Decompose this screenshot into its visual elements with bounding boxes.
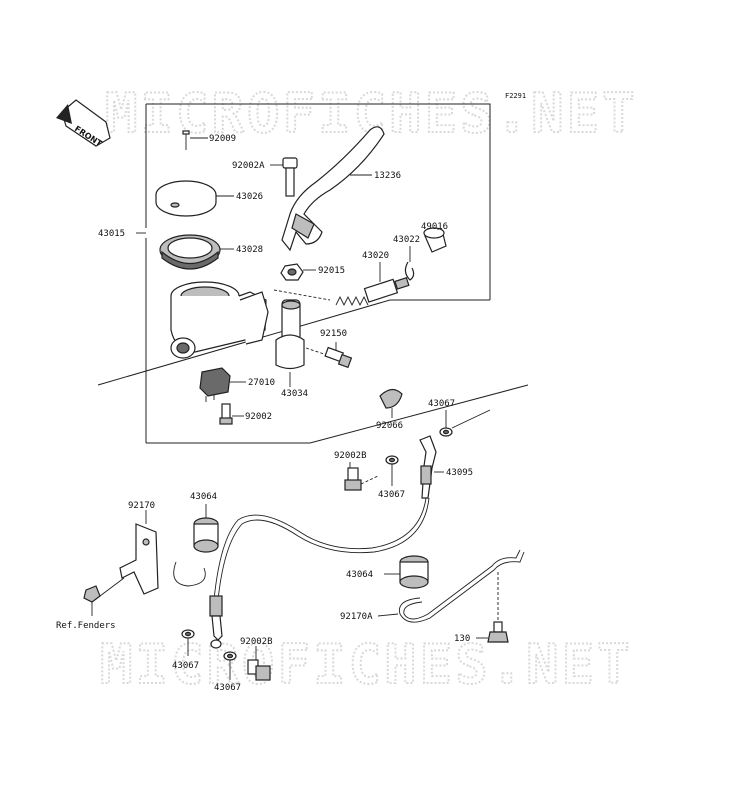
cap-92066[interactable] <box>379 388 403 418</box>
label-43020: 43020 <box>362 251 389 261</box>
label-43064-a: 43064 <box>190 492 217 502</box>
label-43028: 43028 <box>236 245 263 255</box>
clamp-92170A[interactable] <box>377 549 525 623</box>
label-49016: 49016 <box>421 222 448 232</box>
nut-92015[interactable] <box>280 263 316 281</box>
label-43067-b: 43067 <box>378 490 405 500</box>
brake-hose <box>213 497 427 601</box>
label-43067-d: 43067 <box>214 683 241 693</box>
grommet-43064-left[interactable] <box>173 504 219 587</box>
label-92009: 92009 <box>209 134 236 144</box>
label-43064-b: 43064 <box>346 570 373 580</box>
screw-92009[interactable] <box>182 130 208 150</box>
label-92002B-lower: 92002B <box>240 637 273 647</box>
cap-43026[interactable] <box>155 180 234 217</box>
hose-43095[interactable] <box>419 435 444 499</box>
hose-fitting-lower[interactable] <box>209 595 223 649</box>
switch-27010[interactable] <box>199 367 246 402</box>
label-92066: 92066 <box>376 421 403 431</box>
label-43026: 43026 <box>236 192 263 202</box>
washer-43067-mid[interactable] <box>385 455 399 486</box>
screw-92002A[interactable] <box>270 157 298 197</box>
label-43022: 43022 <box>393 235 420 245</box>
bolt-92002B-lower[interactable] <box>247 646 271 681</box>
label-92150: 92150 <box>320 329 347 339</box>
label-92015: 92015 <box>318 266 345 276</box>
label-92170: 92170 <box>128 501 155 511</box>
diaphragm-43028[interactable] <box>159 234 234 270</box>
washer-43067-bottom[interactable] <box>223 651 237 680</box>
front-arrow-icon: FRONT <box>56 99 111 149</box>
label-13236: 13236 <box>374 171 401 181</box>
lever-13236[interactable] <box>281 126 385 252</box>
figure-code: F2291 <box>505 92 526 100</box>
label-43015: 43015 <box>98 229 125 239</box>
screw-92002[interactable] <box>219 403 244 425</box>
label-130: 130 <box>454 634 470 644</box>
label-43067-a: 43067 <box>428 399 455 409</box>
boot-49016[interactable] <box>423 227 447 253</box>
grommet-43064-right[interactable] <box>384 555 429 589</box>
master-cylinder-body[interactable] <box>170 281 269 359</box>
label-43034: 43034 <box>281 389 308 399</box>
washer-43067-lower-left[interactable] <box>181 629 195 656</box>
label-43095: 43095 <box>446 468 473 478</box>
label-92170A: 92170A <box>340 612 373 622</box>
bolt-130[interactable] <box>476 572 509 643</box>
clamp-43034[interactable] <box>275 299 305 387</box>
bracket-92170[interactable] <box>99 510 159 597</box>
bolt-92002B-upper[interactable] <box>344 462 379 491</box>
label-92002B: 92002B <box>334 451 367 461</box>
label-43067-c: 43067 <box>172 661 199 671</box>
label-92002A: 92002A <box>232 161 265 171</box>
circlip-43022[interactable] <box>404 246 415 281</box>
bolt-92150[interactable] <box>305 342 353 369</box>
piston-43020[interactable] <box>335 262 410 307</box>
bolt-ref-fenders[interactable] <box>83 585 101 616</box>
label-27010: 27010 <box>248 378 275 388</box>
washer-43067-upper[interactable] <box>439 409 491 437</box>
assembly-frame <box>97 103 529 444</box>
label-92002: 92002 <box>245 412 272 422</box>
label-ref-fenders: Ref.Fenders <box>56 621 116 631</box>
